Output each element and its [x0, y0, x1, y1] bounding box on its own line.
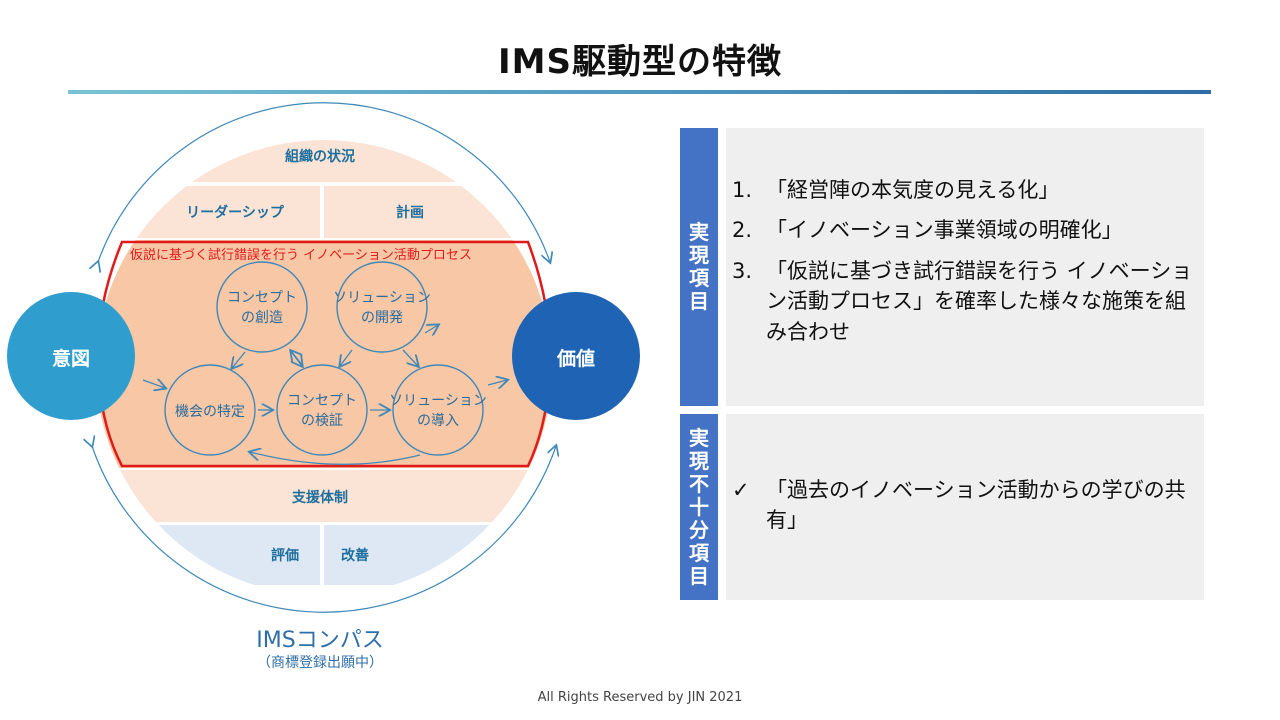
node-opportunity	[164, 364, 256, 456]
value-label: 価値	[556, 348, 595, 370]
list-item: 1. 「経営陣の本気度の見える化」	[732, 178, 1060, 202]
label-improvement: 改善	[341, 548, 369, 564]
node-label-solution-development: ソリューションの開発	[333, 290, 431, 326]
list-item: ✓ 「過去のイノベーション活動からの学びの共有」	[732, 478, 1186, 533]
node-label-opportunity: 機会の特定	[175, 404, 245, 420]
band-support	[96, 470, 552, 522]
arrow-development-to-introduction	[402, 349, 418, 366]
node-solution-development	[336, 261, 428, 353]
panel-insufficient	[726, 414, 1204, 600]
compass-caption-sub: （商標登録出願中）	[257, 655, 383, 671]
node-concept-creation	[216, 261, 308, 353]
title-underline	[68, 90, 1211, 94]
arrow-feedback-loop	[250, 452, 421, 465]
arrow-introduction-to-development	[424, 325, 438, 333]
panel-implemented	[726, 128, 1204, 406]
node-label-concept-creation: コンセプトの創造	[227, 290, 297, 326]
copyright-footer: All Rights Reserved by JIN 2021	[537, 690, 743, 705]
tab-insufficient: 実現不十分項目	[680, 414, 718, 600]
compass-caption: IMSコンパス	[256, 628, 384, 653]
node-concept-validation	[276, 364, 368, 456]
label-organization: 組織の状況	[285, 149, 355, 165]
intent-circle	[7, 292, 135, 420]
list-item: 2. 「イノベーション事業領域の明確化」	[732, 218, 1123, 243]
upper-cycle-arrow	[98, 102, 550, 262]
arrow-creation-to-opportunity	[232, 351, 246, 368]
process-title: 仮説に基づく試行錯誤を行う イノベーション活動プロセス	[130, 248, 472, 263]
list-implemented: 1. 「経営陣の本気度の見える化」 2. 「イノベーション事業領域の明確化」 3…	[732, 175, 1202, 357]
tab-implemented: 実現項目	[680, 128, 718, 406]
label-leadership: リーダーシップ	[186, 205, 284, 221]
arrow-intent-to-opportunity	[142, 380, 165, 388]
arrow-introduction-to-value	[487, 380, 507, 385]
ims-compass-diagram	[7, 102, 640, 613]
label-support: 支援体制	[292, 490, 348, 506]
compass-bands	[96, 140, 552, 585]
slide-title: IMS駆動型の特徴	[498, 42, 782, 82]
intent-label: 意図	[51, 348, 90, 370]
value-circle	[512, 292, 640, 420]
node-label-concept-validation: コンセプトの検証	[287, 393, 357, 429]
arrow-validation-to-creation	[291, 351, 304, 367]
node-label-solution-introduction: ソリューションの導入	[389, 393, 487, 429]
lower-cycle-arrow	[92, 446, 556, 613]
node-solution-introduction	[392, 364, 484, 456]
list-insufficient: ✓ 「過去のイノベーション活動からの学びの共有」	[732, 475, 1202, 546]
label-evaluation: 評価	[271, 548, 299, 564]
list-item: 3. 「仮説に基づき試行錯誤を行う イノベーション活動プロセス」を確率した様々な…	[732, 258, 1193, 344]
arrow-development-to-validation	[340, 349, 353, 366]
band-process	[96, 240, 552, 468]
label-planning: 計画	[396, 205, 424, 221]
